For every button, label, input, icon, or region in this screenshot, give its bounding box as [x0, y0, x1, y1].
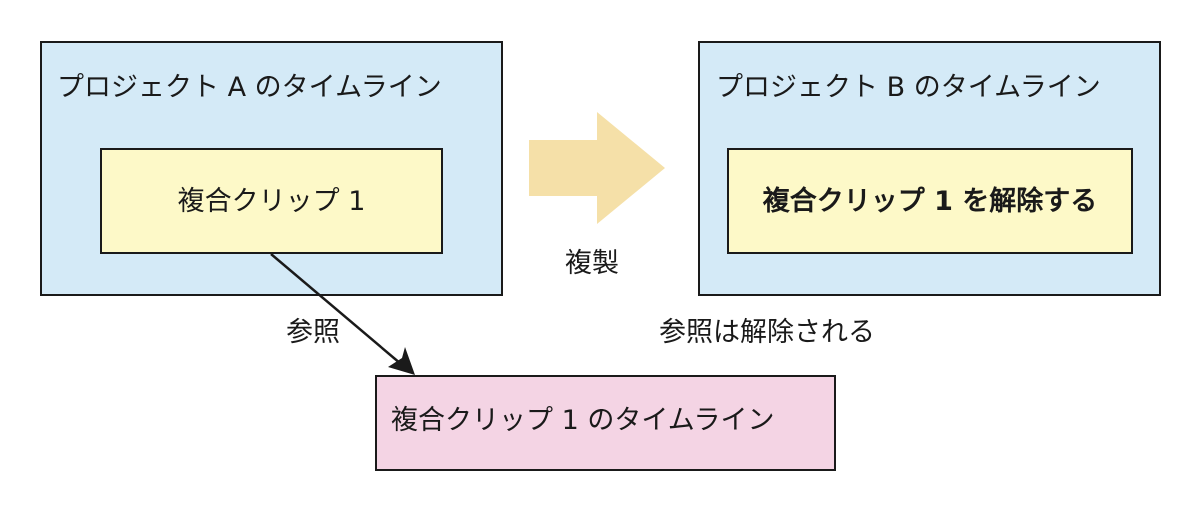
compound-clip-timeline-box [375, 375, 836, 471]
copy-label: 複製 [565, 248, 619, 279]
copy-arrow-icon [529, 112, 665, 224]
project-b-compound-clip-box [727, 148, 1133, 254]
reference-arrowhead-icon [388, 347, 415, 375]
project-a-compound-clip-box [100, 148, 443, 254]
project-b-timeline-title: プロジェクト B のタイムライン [716, 72, 1101, 103]
reference-released-label: 参照は解除される [659, 317, 875, 348]
project-a-timeline-title: プロジェクト A のタイムライン [57, 72, 442, 103]
project-b-release-clip-label: 複合クリップ 1 を解除する [762, 185, 1098, 217]
reference-arrow-line [270, 253, 402, 365]
project-a-compound-clip-label: 複合クリップ 1 [177, 185, 366, 217]
compound-clip-timeline-label: 複合クリップ 1 のタイムライン [391, 405, 775, 436]
reference-label: 参照 [286, 317, 340, 348]
